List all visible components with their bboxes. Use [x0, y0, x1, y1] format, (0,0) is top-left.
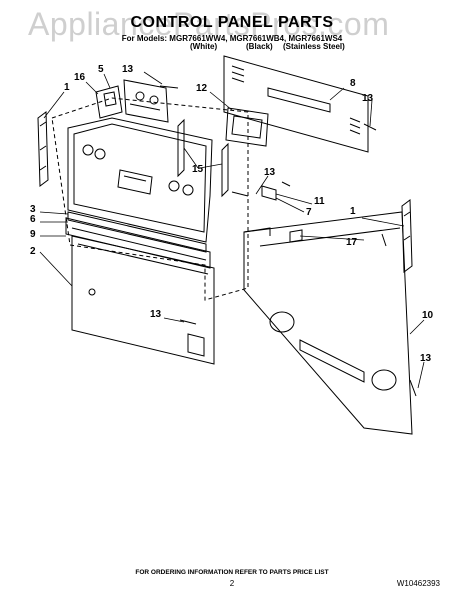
vent-panel: [223, 55, 369, 153]
callout-13-center: 13: [264, 167, 276, 178]
trim-strip: [67, 211, 207, 253]
callout-13-right-bottom: 13: [420, 353, 432, 364]
callout-6: 6: [30, 214, 36, 225]
rear-panel: [71, 235, 215, 365]
callout-10: 10: [422, 310, 434, 321]
callout-1-right: 1: [350, 206, 356, 217]
variant-white: (White): [190, 42, 218, 51]
ordering-info: FOR ORDERING INFORMATION REFER TO PARTS …: [135, 569, 329, 576]
callout-12: 12: [196, 83, 208, 94]
callout-7: 7: [306, 207, 312, 218]
callout-5: 5: [98, 64, 104, 75]
callout-3: 3: [30, 204, 36, 215]
electronic-control: [123, 79, 169, 123]
right-end-cap: [401, 199, 413, 273]
callout-16: 16: [74, 72, 86, 83]
console-bracket: [65, 217, 211, 269]
callout-13-right-top: 13: [362, 93, 374, 104]
leader-lines: [39, 71, 425, 389]
left-end-cap: [37, 111, 49, 187]
document-number: W10462393: [396, 579, 440, 588]
variant-stainless: (Stainless Steel): [283, 42, 345, 51]
diagram-title: CONTROL PANEL PARTS: [130, 14, 334, 31]
console-panel: [67, 117, 213, 243]
console-dashed-outline: [51, 97, 249, 301]
callout-1-left: 1: [64, 82, 70, 93]
callout-9: 9: [30, 229, 36, 240]
retaining-clips: [177, 118, 229, 198]
callout-11: 11: [314, 196, 325, 207]
callout-15: 15: [192, 164, 204, 175]
mounting-bracket: [261, 185, 277, 201]
watermark: AppliancePartsPros.com: [28, 6, 390, 42]
callout-13-bottom: 13: [150, 309, 162, 320]
callout-17: 17: [346, 237, 358, 248]
wire-clip: [289, 229, 303, 243]
page-number: 2: [229, 579, 235, 588]
callout-13-top: 13: [122, 64, 134, 75]
control-bracket: [95, 85, 123, 119]
model-numbers: For Models: MGR7661WW4, MGR7661WB4, MGR7…: [121, 34, 343, 43]
callout-2: 2: [30, 246, 36, 257]
screws: [159, 85, 417, 397]
callout-8: 8: [350, 78, 356, 89]
interface-board: [225, 107, 269, 147]
variant-black: (Black): [246, 42, 273, 51]
back-panel: [243, 211, 413, 435]
